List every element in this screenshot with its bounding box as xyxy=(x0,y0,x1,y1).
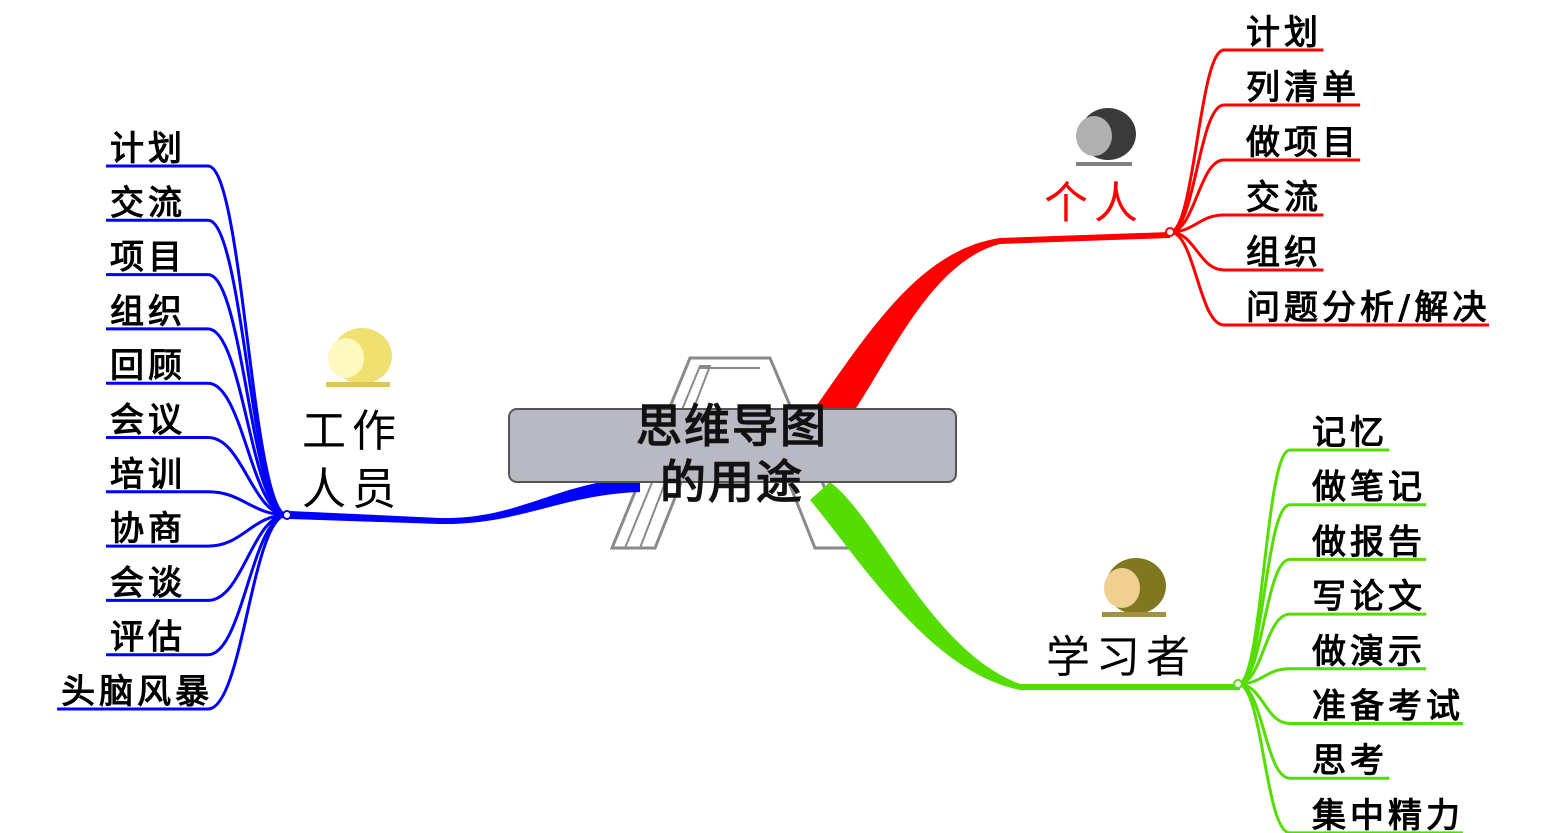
staff-twig xyxy=(106,381,288,517)
personal-leaf-label[interactable]: 组织 xyxy=(1246,233,1322,273)
person-dark-icon xyxy=(1076,108,1136,166)
staff-leaf-label[interactable]: 会谈 xyxy=(110,563,186,603)
center-title-line2: 的用途 xyxy=(660,455,804,509)
branch-staff-label-line2: 人员 xyxy=(302,464,402,515)
staff-leaf-label[interactable]: 评估 xyxy=(110,618,186,658)
learner-leaf-label[interactable]: 准备考试 xyxy=(1312,687,1464,727)
branch-learner-label: 学习者 xyxy=(1046,632,1196,683)
learner-twig xyxy=(1237,503,1427,686)
personal-leaf-label[interactable]: 交流 xyxy=(1246,178,1322,218)
staff-twigs xyxy=(57,164,292,711)
learner-leaf-label[interactable]: 做演示 xyxy=(1311,632,1426,672)
staff-twig xyxy=(106,513,288,657)
personal-leaf-label[interactable]: 做项目 xyxy=(1245,123,1360,163)
personal-leaf-label[interactable]: 列清单 xyxy=(1246,68,1360,108)
learner-twig xyxy=(1237,557,1427,686)
staff-leaf-label[interactable]: 交流 xyxy=(110,183,186,223)
leaf-labels: 计划列清单做项目交流组织问题分析/解决计划交流项目组织回顾会议培训协商会谈评估头… xyxy=(61,13,1490,833)
staff-leaf-label[interactable]: 计划 xyxy=(110,129,186,169)
staff-leaf-label[interactable]: 项目 xyxy=(110,238,186,278)
branch-learner-connector xyxy=(810,482,1240,690)
personal-twig xyxy=(1169,48,1324,234)
personal-twig xyxy=(1169,230,1490,327)
branch-staff-node[interactable]: 工作 人员 xyxy=(302,328,402,515)
center-title-line1: 思维导图 xyxy=(636,399,828,453)
personal-hub xyxy=(1165,227,1175,237)
learner-leaf-label[interactable]: 记忆 xyxy=(1312,413,1388,453)
staff-twig xyxy=(106,327,288,517)
staff-leaf-label[interactable]: 会议 xyxy=(110,401,186,441)
learner-leaf-label[interactable]: 思考 xyxy=(1312,741,1388,781)
branch-personal-label: 个人 xyxy=(1044,178,1144,229)
staff-twig xyxy=(57,513,288,711)
staff-twig xyxy=(106,513,288,602)
learner-twig xyxy=(1237,612,1427,686)
learner-twig xyxy=(1237,667,1427,686)
staff-twig xyxy=(106,273,288,517)
staff-leaf-label[interactable]: 协商 xyxy=(110,509,186,549)
personal-twigs xyxy=(1165,48,1490,327)
learner-leaf-label[interactable]: 写论文 xyxy=(1312,577,1426,617)
learner-leaf-label[interactable]: 做报告 xyxy=(1311,522,1426,562)
personal-leaf-label[interactable]: 问题分析/解决 xyxy=(1246,288,1490,328)
person-light-icon xyxy=(326,328,392,387)
staff-leaf-label[interactable]: 组织 xyxy=(110,292,186,332)
center-node[interactable]: 思维导图 的用途 xyxy=(508,399,957,509)
branch-staff-label-line1: 工作 xyxy=(302,406,402,457)
staff-twig xyxy=(106,513,288,548)
learner-twig xyxy=(1237,682,1463,833)
personal-leaf-label[interactable]: 计划 xyxy=(1246,13,1322,53)
staff-twig xyxy=(106,490,288,517)
branch-learner-node[interactable]: 学习者 xyxy=(1046,558,1196,683)
staff-leaf-label[interactable]: 培训 xyxy=(110,455,186,495)
staff-twig xyxy=(106,436,288,517)
staff-leaf-label[interactable]: 回顾 xyxy=(110,346,186,386)
learner-twigs xyxy=(1233,448,1463,833)
personal-twig xyxy=(1169,103,1361,234)
branch-personal-node[interactable]: 个人 xyxy=(1044,108,1144,229)
branch-personal-connector xyxy=(812,232,1170,420)
person-olive-icon xyxy=(1102,558,1166,617)
staff-leaf-label[interactable]: 头脑风暴 xyxy=(61,672,213,712)
personal-twig xyxy=(1169,158,1361,234)
learner-leaf-label[interactable]: 集中精力 xyxy=(1311,796,1464,833)
learner-leaf-label[interactable]: 做笔记 xyxy=(1311,468,1426,508)
personal-twig xyxy=(1169,213,1324,234)
learner-hub xyxy=(1233,679,1243,689)
staff-hub xyxy=(282,510,292,520)
